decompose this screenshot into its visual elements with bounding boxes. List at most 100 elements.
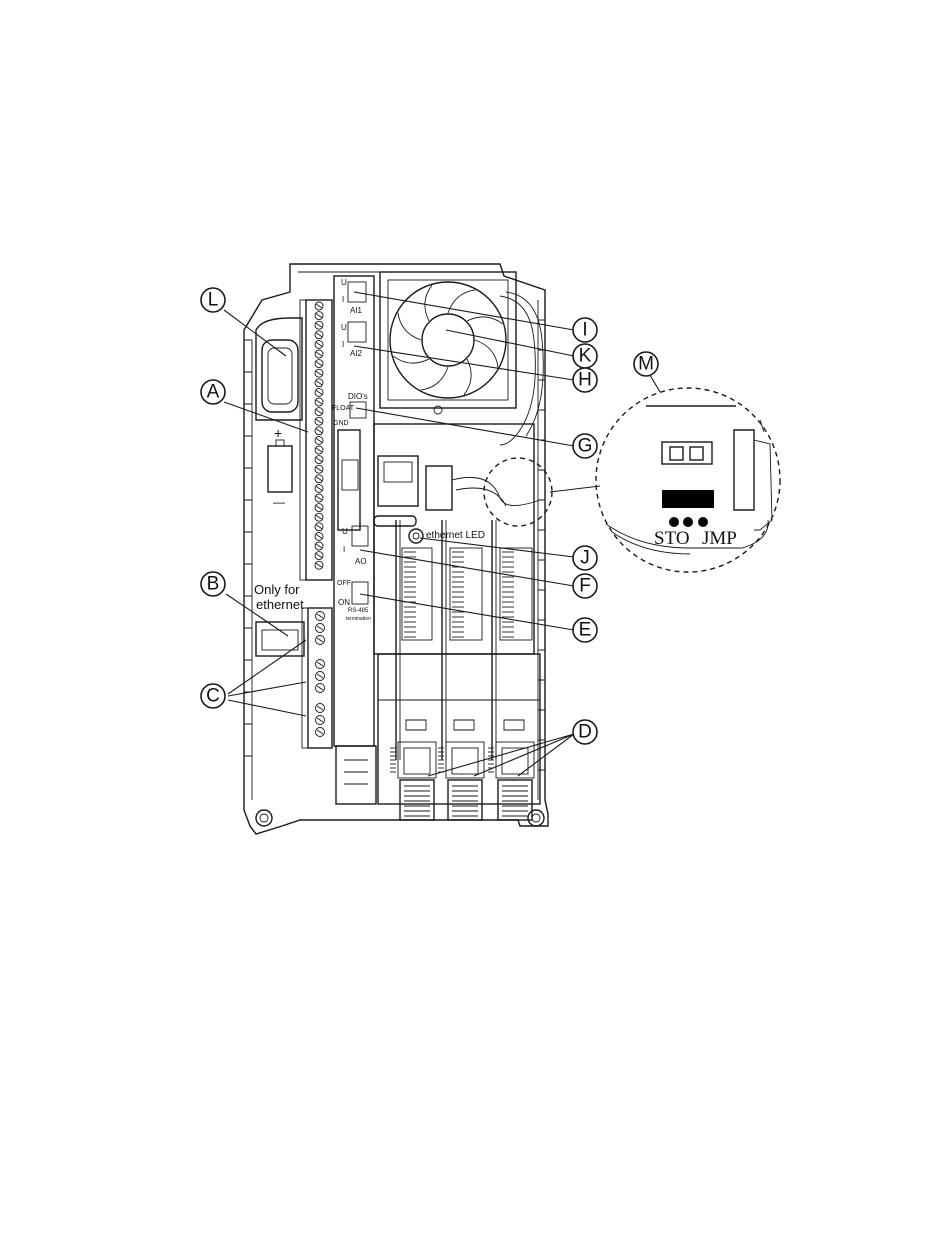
terminal-screw [315,398,323,406]
svg-text:I: I [582,320,587,341]
jumper-column: U I AI1 U I AI2 DIO's FLOAT GND U I AO O… [332,276,374,746]
terminal-screw [315,513,323,521]
power-terminal [438,720,484,820]
dip-switch-1 [670,447,683,460]
ethernet-label: ethernet [256,597,304,612]
terminal-screw [315,465,323,473]
svg-text:F: F [579,576,591,597]
terminal-screw [315,360,323,368]
terminal-screw [315,312,323,320]
power-terminal [390,720,436,820]
terminal-strip-main [300,300,332,580]
on-label: ON [338,598,350,607]
terminal-screw [315,302,323,310]
battery-minus-label: — [273,495,285,509]
ao-label: AO [355,557,367,566]
svg-text:J: J [580,548,590,569]
svg-text:G: G [578,436,593,457]
ai1-i-label: I [342,295,344,304]
callout-K: K [573,344,597,368]
jumper-pin-3 [698,517,708,527]
terminal-screw [316,624,325,633]
fan-blade [448,290,475,313]
terminal-screw [315,532,323,540]
terminal-screw [315,552,323,560]
svg-text:B: B [207,574,220,595]
terminal-screw [315,350,323,358]
terminal-screw [315,369,323,377]
terminal-screw [315,561,323,569]
power-terminals [336,654,540,820]
gnd-label: GND [333,420,349,427]
terminal-screw [316,636,325,645]
jmp-label: JMP [702,528,737,549]
svg-text:C: C [206,686,220,707]
svg-text:K: K [579,346,592,367]
ethernet-led [409,529,423,543]
callout-J: J [573,546,597,570]
terminal-screw [315,408,323,416]
terminal-screw [316,684,325,693]
jumper-pin-2 [683,517,693,527]
terminal-screw [315,523,323,531]
callout-H: H [573,368,597,392]
terminal-screw [315,331,323,339]
cooling-fan [380,272,543,445]
ai2-u-label: U [341,323,347,332]
terminal-screw [315,321,323,329]
terminal-screw [315,436,323,444]
power-section: ethernet LED [374,424,540,760]
dios-label: DIO's [348,392,368,401]
off-label: OFF [337,580,351,587]
terminal-screw [315,484,323,492]
fan-blade [398,313,421,340]
svg-text:H: H [578,370,592,391]
callout-B: B [201,572,225,596]
terminal-screw [315,494,323,502]
terminal-screw [316,728,325,737]
ao-u-label: U [342,527,348,536]
terminal-screw [315,475,323,483]
ai1-label: AI1 [350,306,363,315]
terminal-screw [315,504,323,512]
ethernet-connector [256,622,304,656]
terminal-screw [315,388,323,396]
power-terminal [488,720,534,820]
fan-blade [421,367,448,390]
terminal-screw [315,340,323,348]
callout-A: A [201,380,225,404]
terminal-screw [316,716,325,725]
sto-label: STO [654,528,690,549]
housing-left-rail [244,340,252,756]
ao-i-label: I [343,545,345,554]
callout-L: L [201,288,225,312]
terminal-strip-lower: Only for ethernet [254,582,332,748]
zoom-inset: STO JMP [484,388,780,572]
terminal-screw [315,456,323,464]
fan-blade [425,285,432,321]
callout-M: M [634,352,658,376]
rs485-label: RS-485 [348,608,369,614]
float-label: FLOAT [332,405,355,412]
termination-label: termination [346,616,371,622]
ai1-u-label: U [341,278,347,287]
fan-blade [467,317,503,324]
callout-D: D [573,720,597,744]
battery-plus-label: + [274,425,282,441]
svg-text:D: D [578,722,592,743]
terminal-screw [316,660,325,669]
svg-text:A: A [207,382,220,403]
terminal-screw [316,612,325,621]
terminal-screw [315,542,323,550]
mounting-hole-left [256,810,272,826]
svg-text:M: M [638,354,654,375]
callout-G: G [573,434,597,458]
terminal-screw [315,379,323,387]
fan-blade [475,340,498,367]
jumper-pin-1 [669,517,679,527]
terminal-screw [315,417,323,425]
callout-F: F [573,574,597,598]
callout-C: C [201,684,225,708]
ai2-label: AI2 [350,349,363,358]
